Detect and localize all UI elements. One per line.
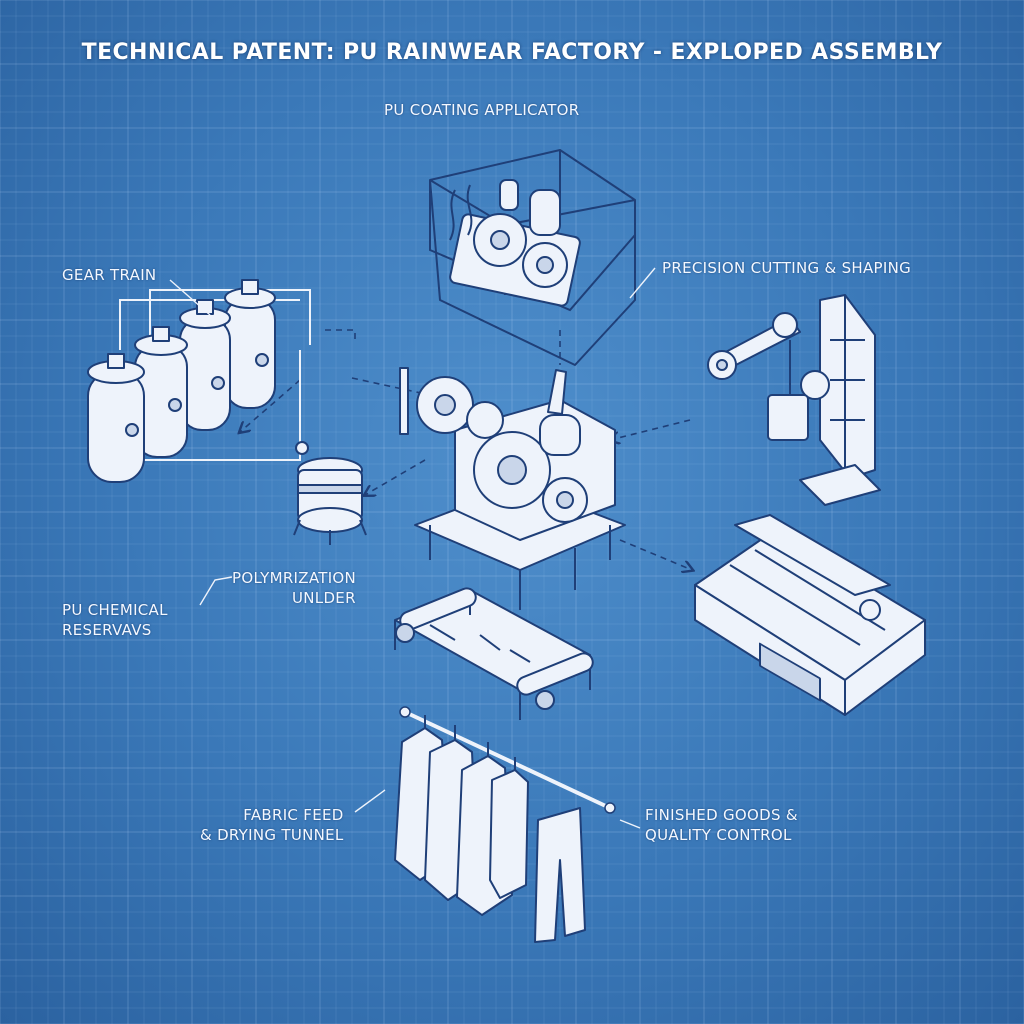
label-pu-chemical-line2: RESERVAVS <box>62 621 152 639</box>
explode-line-arm <box>610 419 691 440</box>
cutting-table-icon <box>694 514 926 716</box>
leader-gear-train <box>169 279 211 316</box>
explode-line-vessel <box>365 459 426 495</box>
label-fabric-feed-line1: FABRIC FEED <box>243 806 344 824</box>
coating-frame-icon <box>429 149 636 366</box>
explode-line-top-left <box>325 329 356 340</box>
robot-arm-icon <box>707 294 881 506</box>
garment-rack-icon <box>394 706 616 943</box>
leader-cutting <box>629 267 656 299</box>
label-polymerization-line2: UNLDER <box>292 589 356 607</box>
label-polymerization: POLYMRIZATION UNLDER <box>232 568 356 608</box>
leader-finished <box>619 819 641 829</box>
polymerization-vessel-icon <box>293 441 367 545</box>
label-fabric-feed-line2: & DRYING TUNNEL <box>200 826 344 844</box>
label-gear-train: GEAR TRAIN <box>62 266 157 284</box>
label-finished-goods-line1: FINISHED GOODS & <box>645 806 798 824</box>
tank-bank-icon <box>87 279 311 483</box>
label-finished-goods-line2: QUALITY CONTROL <box>645 826 792 844</box>
label-precision-cutting: PRECISION CUTTING & SHAPING <box>662 259 912 277</box>
label-finished-goods: FINISHED GOODS & QUALITY CONTROL <box>645 805 798 845</box>
page-title: TECHNICAL PATENT: PU RAINWEAR FACTORY - … <box>81 40 943 65</box>
label-pu-chemical-line1: PU CHEMICAL <box>62 601 168 619</box>
leader-reservoir <box>199 576 233 606</box>
label-pu-chemical: PU CHEMICAL RESERVAVS <box>62 600 168 640</box>
central-gearbox-icon <box>399 367 626 610</box>
roller-conveyor-icon <box>394 587 594 720</box>
explode-line-tanks <box>240 379 301 432</box>
label-coating-applicator: PU COATING APPLICATOR <box>384 101 580 119</box>
label-polymerization-line1: POLYMRIZATION <box>232 569 357 587</box>
leader-fabric <box>354 789 386 813</box>
explode-line-mid <box>351 377 431 396</box>
label-fabric-feed: FABRIC FEED & DRYING TUNNEL <box>200 805 344 845</box>
explode-line-table <box>619 539 692 570</box>
